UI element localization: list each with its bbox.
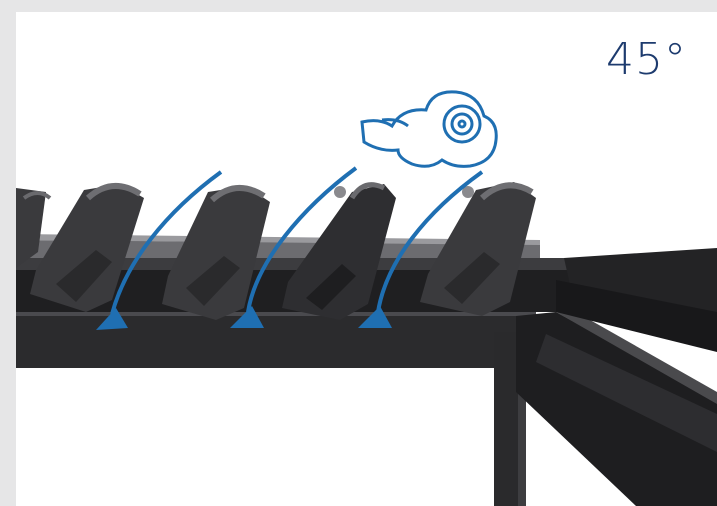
front-beam-highlight (16, 312, 536, 316)
wind-cloud-icon (362, 92, 496, 167)
product-illustration: 45° (16, 12, 717, 506)
front-beam (16, 312, 536, 368)
pergola-louver-scene (16, 12, 717, 506)
angle-label: 45° (606, 38, 687, 82)
